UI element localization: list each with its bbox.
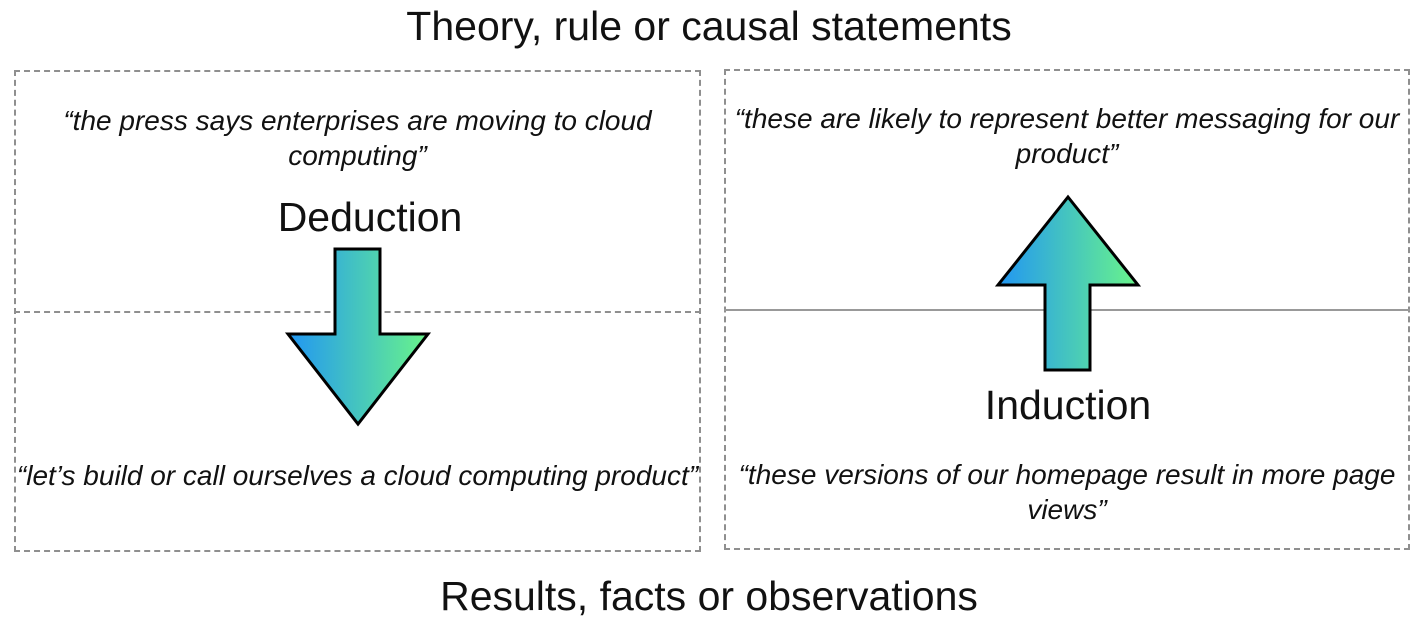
induction-arrow-shape xyxy=(994,194,1142,372)
induction-label: Induction xyxy=(984,382,1152,428)
deduction-theory-quote: “the press says enterprises are moving t… xyxy=(63,105,652,171)
deduction-arrow-down-icon xyxy=(284,247,432,427)
deduction-arrow-shape xyxy=(284,247,432,427)
induction-theory-quote: “these are likely to represent better me… xyxy=(734,103,1400,169)
deduction-result-quote: “let’s build or call ourselves a cloud c… xyxy=(16,460,699,491)
induction-arrow-up-icon xyxy=(994,194,1142,372)
top-title: Theory, rule or causal statements xyxy=(406,3,1012,49)
deduction-label: Deduction xyxy=(277,194,463,240)
bottom-title: Results, facts or observations xyxy=(440,573,978,619)
induction-result-quote: “these versions of our homepage result i… xyxy=(738,459,1396,525)
